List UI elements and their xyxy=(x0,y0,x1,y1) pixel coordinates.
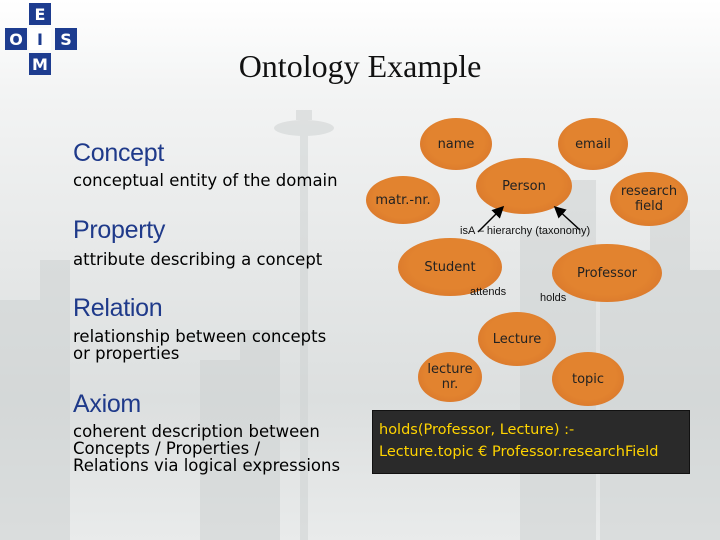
slide-title: Ontology Example xyxy=(238,48,482,84)
description-line: or properties xyxy=(73,344,180,363)
axiom-description: coherent description between Concepts / … xyxy=(73,423,340,474)
concept-description: conceptual entity of the domain xyxy=(73,172,338,189)
node-lecture: Lecture xyxy=(478,312,556,366)
node-research-field: research field xyxy=(610,172,688,226)
axiom-example-box: holds(Professor, Lecture) :- Lecture.top… xyxy=(372,410,690,474)
node-label: Student xyxy=(424,259,476,275)
logo-letter: S xyxy=(60,29,72,49)
node-person: Person xyxy=(476,158,572,214)
node-label: Lecture xyxy=(492,331,542,347)
description-line: coherent description between xyxy=(73,422,320,441)
axiom-line: holds(Professor, Lecture) :- xyxy=(379,422,575,438)
node-matr-nr: matr.-nr. xyxy=(366,176,440,224)
isa-arrow-professor xyxy=(553,205,581,231)
node-label: name xyxy=(437,136,475,152)
concept-term: Concept xyxy=(73,139,165,167)
node-email: email xyxy=(558,118,628,170)
description-line: conceptual entity of the domain xyxy=(73,171,338,190)
node-label: matr.-nr. xyxy=(375,192,431,208)
logo-cell-bottom: M xyxy=(29,53,51,75)
node-student: Student xyxy=(398,238,502,296)
node-label: nr. xyxy=(441,377,459,392)
description-line: relationship between concepts xyxy=(73,327,327,346)
node-topic: topic xyxy=(552,352,624,406)
logo-cell-right: S xyxy=(55,28,77,50)
holds-label: holds xyxy=(540,292,567,304)
logo-cell-top: E xyxy=(29,3,51,25)
logo-letter: E xyxy=(34,4,46,24)
description-line: attribute describing a concept xyxy=(73,250,323,269)
node-label: topic xyxy=(571,371,605,387)
node-label: research xyxy=(620,184,678,199)
node-label: lecture xyxy=(427,362,473,377)
node-label: field xyxy=(634,199,664,214)
logo-cell-center: I xyxy=(29,28,51,50)
node-lecture-nr: lecture nr. xyxy=(418,352,482,402)
attends-label: attends xyxy=(470,286,507,298)
deri-logo: E O S M I xyxy=(0,0,80,80)
logo-letter: M xyxy=(32,54,48,74)
logo-cell-left: O xyxy=(5,28,27,50)
isa-label: isA – hierarchy (taxonomy) xyxy=(460,225,591,237)
logo-letter: I xyxy=(37,29,43,49)
description-line: Concepts / Properties / xyxy=(73,439,261,458)
node-name: name xyxy=(420,118,492,170)
property-term: Property xyxy=(73,216,166,244)
node-label: Person xyxy=(502,178,546,194)
axiom-line: Lecture.topic € Professor.researchField xyxy=(379,444,659,460)
relation-description: relationship between concepts or propert… xyxy=(73,328,326,362)
axiom-term: Axiom xyxy=(73,390,141,418)
node-label: Professor xyxy=(576,265,638,281)
node-label: email xyxy=(575,136,611,152)
property-description: attribute describing a concept xyxy=(73,251,322,268)
relation-term: Relation xyxy=(73,294,163,322)
description-line: Relations via logical expressions xyxy=(73,456,341,475)
isa-arrow-student xyxy=(477,205,505,233)
logo-letter: O xyxy=(9,29,23,49)
node-professor: Professor xyxy=(552,244,662,302)
